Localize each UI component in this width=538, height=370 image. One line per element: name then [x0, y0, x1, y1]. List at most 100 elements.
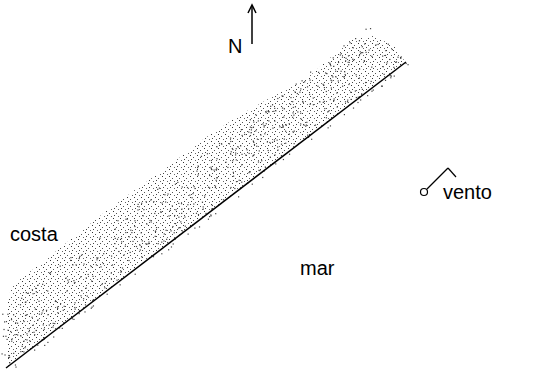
stipple-dot — [91, 308, 92, 309]
stipple-dot — [52, 326, 53, 327]
stipple-dot — [37, 319, 38, 320]
stipple-dot — [289, 154, 290, 155]
stipple-dot — [248, 132, 249, 133]
stipple-dot — [198, 174, 199, 175]
stipple-dot — [272, 142, 273, 143]
stipple-dot — [50, 272, 51, 273]
stipple-dot — [355, 90, 356, 91]
stipple-dot — [307, 135, 308, 136]
stipple-dot — [14, 334, 15, 335]
stipple-dot — [407, 64, 408, 65]
stipple-dot — [11, 319, 12, 320]
stipple-dot — [128, 260, 129, 261]
stipple-dot — [342, 57, 343, 58]
stipple-dot — [122, 267, 123, 268]
stipple-dot — [241, 182, 242, 183]
stipple-dot — [49, 273, 50, 274]
stipple-dot — [131, 232, 132, 233]
stipple-dot — [285, 124, 286, 125]
stipple-dot — [216, 146, 217, 147]
stipple-dot — [386, 62, 387, 63]
stipple-dot — [251, 132, 252, 133]
stipple-dot — [210, 214, 211, 215]
stipple-dot — [175, 184, 176, 185]
stipple-dot — [294, 143, 295, 144]
stipple-dot — [344, 114, 345, 115]
stipple-dot — [313, 104, 314, 105]
stipple-dot — [395, 62, 396, 63]
stipple-dot — [344, 71, 345, 72]
stipple-dot — [285, 124, 286, 125]
stipple-dot — [337, 106, 338, 107]
stipple-dot — [250, 127, 251, 128]
stipple-dot — [8, 357, 9, 358]
stipple-dot — [38, 301, 39, 302]
stipple-dot — [175, 223, 176, 224]
stipple-dot — [329, 63, 330, 64]
stipple-dot — [182, 230, 183, 231]
stipple-dot — [107, 294, 108, 295]
stipple-dot — [255, 114, 256, 115]
stipple-dot — [356, 97, 357, 98]
stipple-dot — [188, 234, 189, 235]
stipple-dot — [116, 280, 117, 281]
stipple-dot — [268, 120, 269, 121]
stipple-dot — [111, 278, 112, 279]
stipple-dot — [146, 243, 147, 244]
stipple-dot — [334, 98, 335, 99]
stipple-band — [0, 28, 409, 368]
stipple-dot — [284, 108, 285, 109]
stipple-dot — [365, 29, 366, 30]
stipple-dot — [8, 355, 9, 356]
stipple-dot — [335, 71, 336, 72]
stipple-dot — [146, 201, 147, 202]
stipple-dot — [371, 67, 372, 68]
stipple-dot — [396, 61, 397, 62]
stipple-dot — [57, 312, 58, 313]
stipple-dot — [289, 134, 290, 135]
stipple-dot — [348, 62, 349, 63]
stipple-dot — [300, 88, 301, 89]
stipple-dot — [134, 226, 135, 227]
stipple-dot — [231, 151, 232, 152]
stipple-dot — [262, 177, 263, 178]
stipple-dot — [41, 312, 42, 313]
stipple-dot — [17, 330, 18, 331]
stipple-dot — [120, 270, 121, 271]
stipple-dot — [64, 306, 65, 307]
stipple-dot — [165, 201, 166, 202]
stipple-dot — [365, 52, 366, 53]
stipple-dot — [294, 91, 295, 92]
stipple-dot — [331, 80, 332, 81]
stipple-dot — [80, 295, 81, 296]
stipple-dot — [75, 309, 76, 310]
stipple-dot — [330, 99, 331, 100]
stipple-dot — [180, 221, 181, 222]
stipple-dot — [262, 123, 263, 124]
stipple-dot — [115, 238, 116, 239]
stipple-dot — [56, 301, 57, 302]
stipple-dot — [57, 307, 58, 308]
stipple-dot — [146, 224, 147, 225]
stipple-dot — [32, 289, 33, 290]
stipple-dot — [345, 60, 346, 61]
stipple-dot — [42, 284, 43, 285]
stipple-dot — [283, 117, 284, 118]
stipple-dot — [15, 366, 16, 367]
stipple-dot — [180, 227, 181, 228]
stipple-dot — [268, 111, 269, 112]
stipple-dot — [300, 123, 301, 124]
stipple-dot — [261, 160, 262, 161]
stipple-dot — [80, 276, 81, 277]
stipple-dot — [253, 134, 254, 135]
stipple-dot — [161, 253, 162, 254]
stipple-dot — [318, 72, 319, 73]
stipple-dot — [157, 189, 158, 190]
stipple-dot — [253, 142, 254, 143]
stipple-dot — [85, 304, 86, 305]
stipple-dot — [178, 217, 179, 218]
stipple-dot — [259, 150, 260, 151]
stipple-dot — [172, 205, 173, 206]
stipple-dot — [26, 339, 27, 340]
stipple-dot — [211, 160, 212, 161]
